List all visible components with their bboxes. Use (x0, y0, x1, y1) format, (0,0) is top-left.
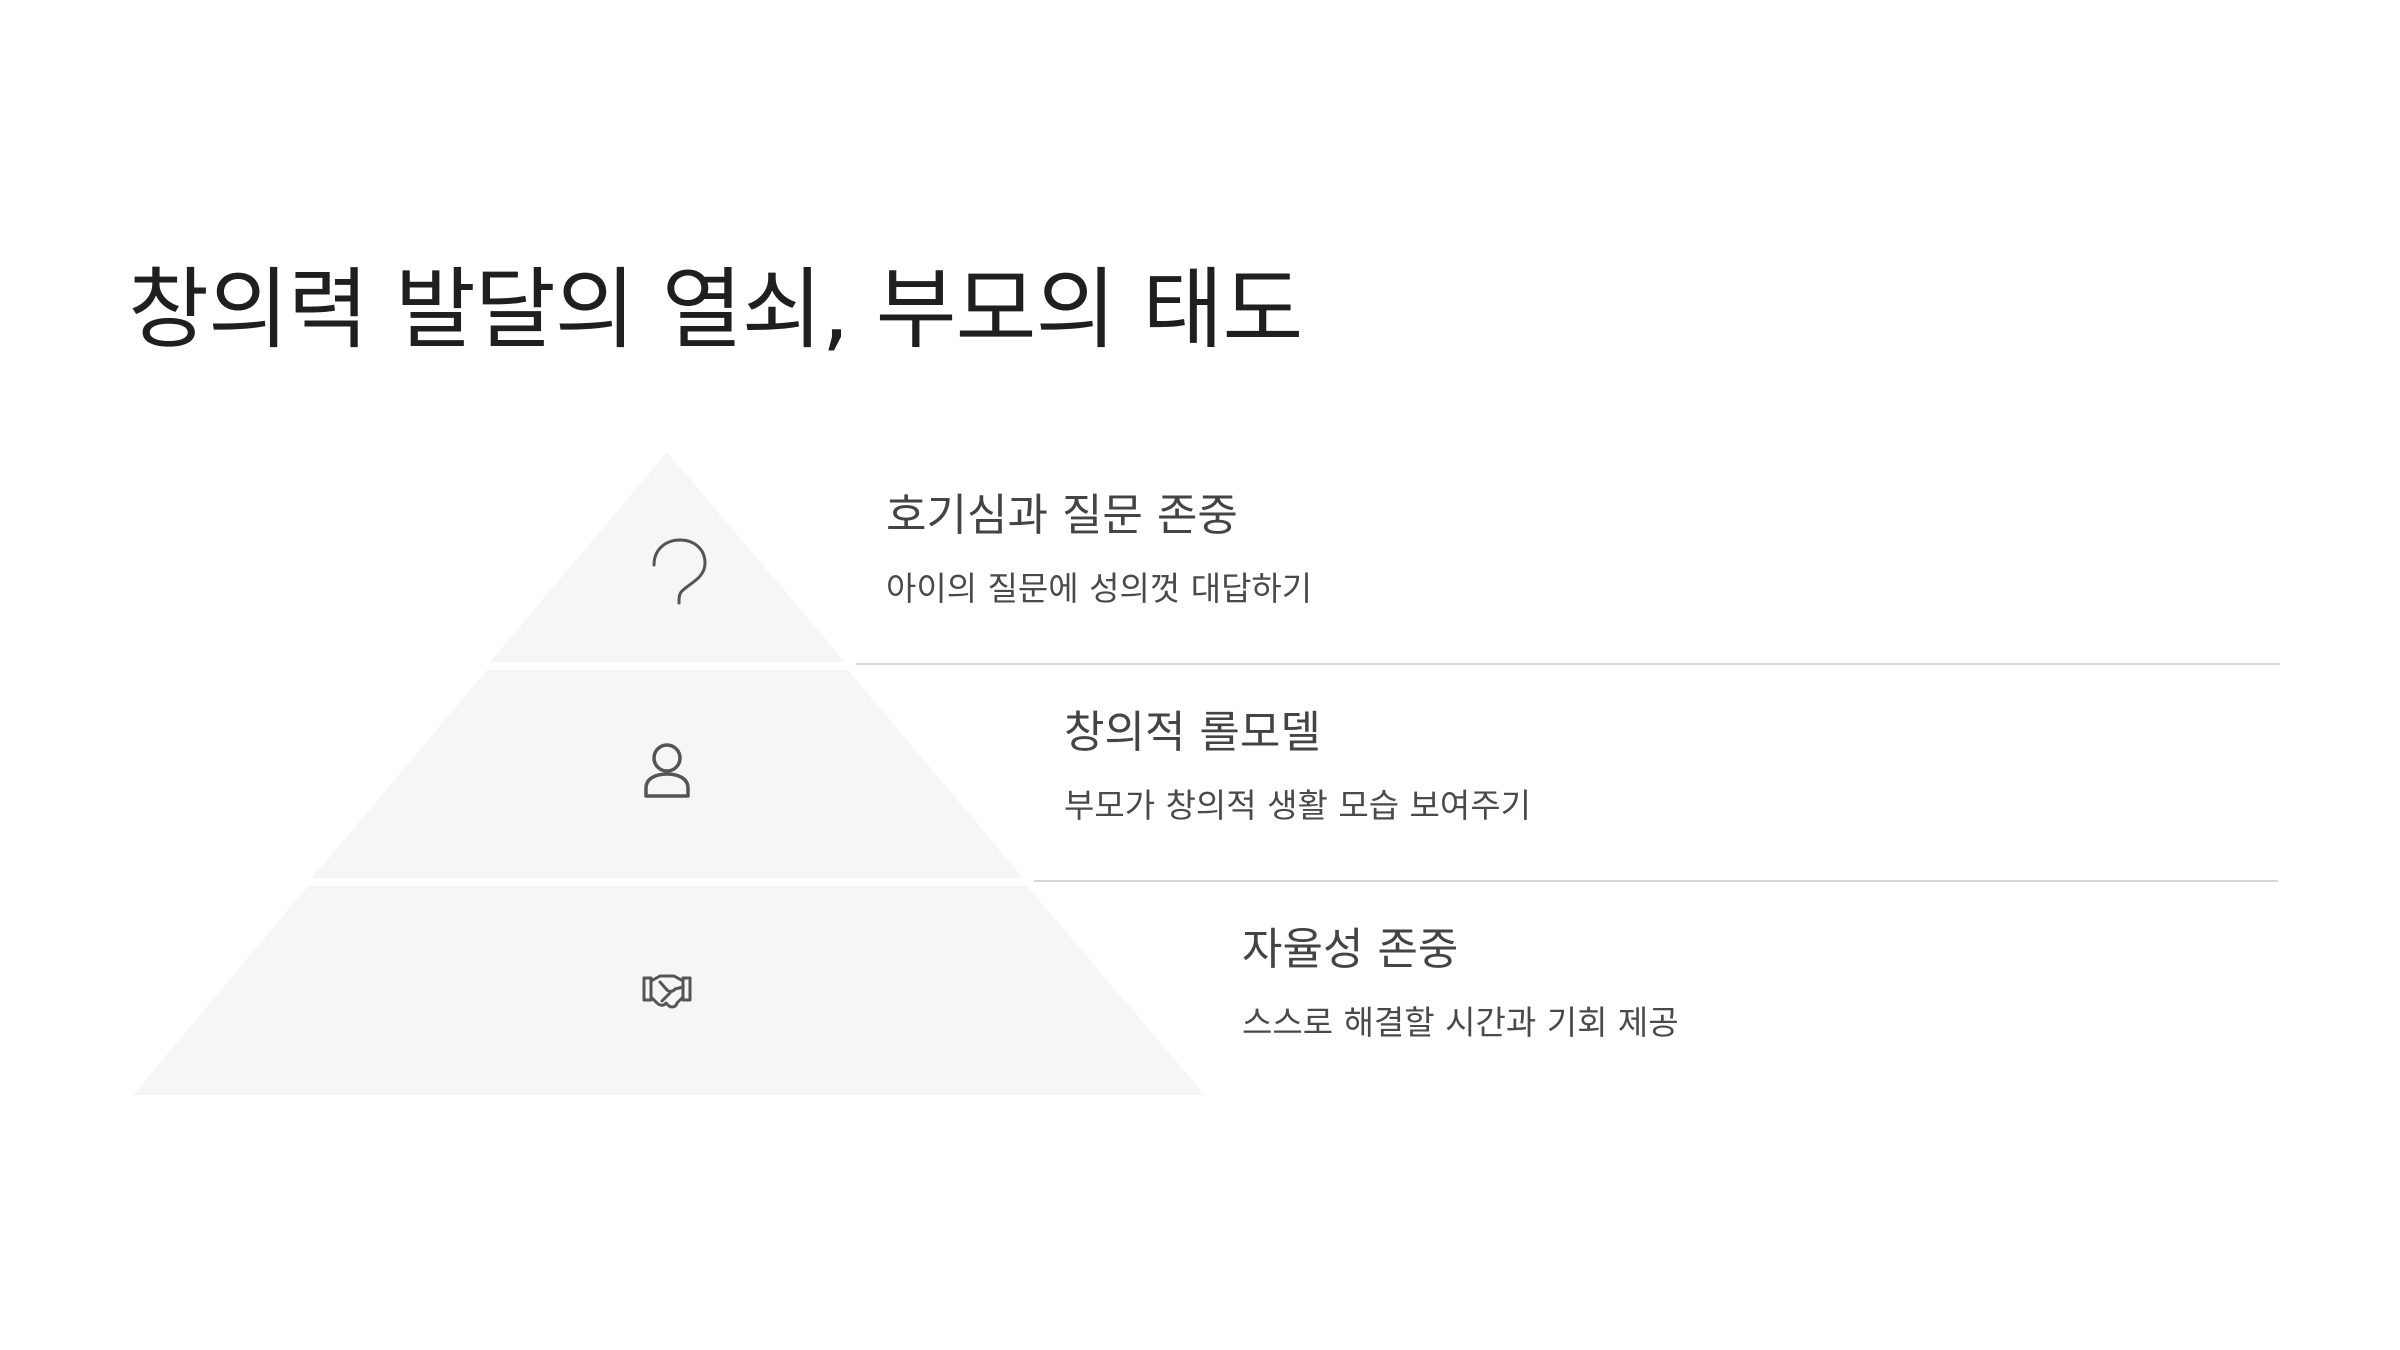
level-1-text: 호기심과 질문 존중 아이의 질문에 성의껏 대답하기 (886, 490, 1312, 608)
handshake-icon (642, 974, 692, 1009)
level-3-text: 자율성 존중 스스로 해결할 시간과 기회 제공 (1242, 924, 1679, 1042)
level-2-description: 부모가 창의적 생활 모습 보여주기 (1064, 785, 1531, 825)
level-1-description: 아이의 질문에 성의껏 대답하기 (886, 568, 1313, 608)
question-mark-icon (652, 538, 707, 605)
level-2-text: 창의적 롤모델 부모가 창의적 생활 모습 보여주기 (1064, 707, 1531, 825)
person-icon (644, 743, 690, 798)
slide-title: 창의력 발달의 열쇠, 부모의 태도 (128, 258, 1303, 361)
level-3-description: 스스로 해결할 시간과 기회 제공 (1242, 1002, 1679, 1042)
level-3-heading: 자율성 존중 (1242, 924, 1459, 975)
level-1-heading: 호기심과 질문 존중 (886, 490, 1238, 541)
level-2-heading: 창의적 롤모델 (1064, 707, 1321, 758)
pyramid-tier-1 (490, 452, 845, 662)
